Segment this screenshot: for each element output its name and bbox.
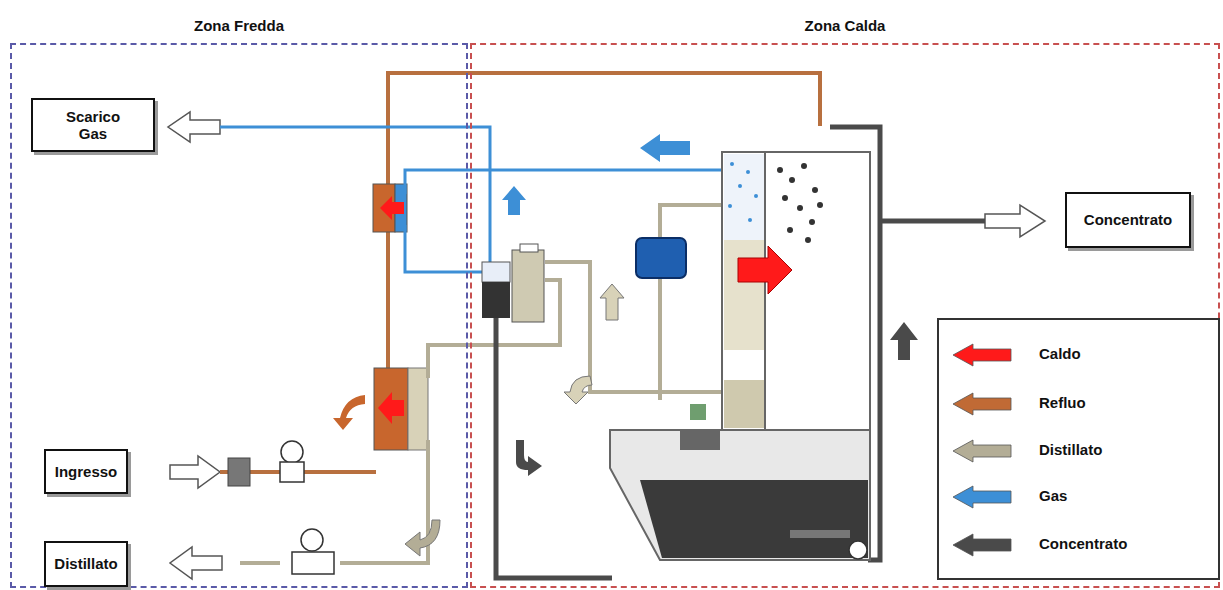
legend-row: Gas [939, 482, 1218, 512]
legend-swatch [951, 392, 1013, 416]
box-label: Distillato [54, 555, 117, 572]
legend-swatch [951, 343, 1013, 367]
process-box: Concentrato [1065, 192, 1191, 248]
zone-region: Zona FreddaScarico GasIngressoDistillato [10, 43, 468, 588]
zone-heading: Zona Calda [472, 17, 1218, 34]
legend-row: Refluo [939, 389, 1218, 419]
box-label: Scarico Gas [53, 108, 133, 143]
zone-heading: Zona Fredda [12, 17, 466, 34]
process-box: Ingresso [44, 449, 128, 494]
legend-swatch [951, 439, 1013, 463]
box-label: Ingresso [55, 463, 118, 480]
legend-row: Distillato [939, 436, 1218, 466]
box-label: Concentrato [1084, 211, 1172, 228]
legend-label: Caldo [1039, 345, 1081, 362]
legend-label: Distillato [1039, 441, 1102, 458]
legend-row: Caldo [939, 340, 1218, 370]
legend-label: Concentrato [1039, 535, 1127, 552]
process-box: Scarico Gas [31, 98, 155, 152]
legend-swatch [951, 533, 1013, 557]
legend-swatch [951, 485, 1013, 509]
legend-box: CaldoRefluoDistillatoGasConcentrato [937, 318, 1220, 580]
process-box: Distillato [44, 541, 128, 587]
legend-label: Gas [1039, 487, 1067, 504]
legend-label: Refluo [1039, 394, 1086, 411]
legend-row: Concentrato [939, 530, 1218, 560]
